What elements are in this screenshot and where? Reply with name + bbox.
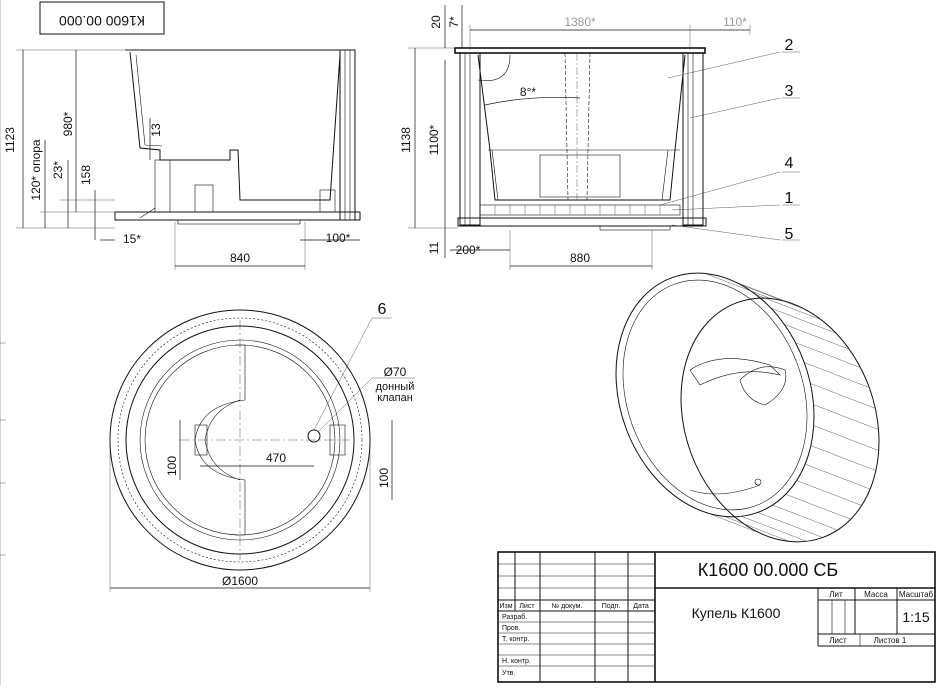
barrel-stave bbox=[757, 512, 823, 538]
sheet-border-ticks bbox=[0, 0, 6, 685]
tb-header-doc: № докум. bbox=[552, 603, 583, 610]
tb-lit-label: Лит bbox=[829, 590, 843, 599]
tb-sheets-label: Листов 1 bbox=[874, 636, 907, 645]
barrel-stave bbox=[785, 494, 851, 520]
barrel-stave bbox=[813, 425, 879, 451]
tb-sheet-label: Лист bbox=[829, 636, 847, 645]
tb-header-list: Лист bbox=[519, 603, 535, 610]
dim-100-left: 100 bbox=[165, 456, 179, 476]
tb-row-razrab: Разраб. bbox=[502, 613, 527, 621]
dim-7: 7* bbox=[447, 16, 461, 28]
dim-1100: 1100* bbox=[427, 124, 441, 155]
dim-158: 158 bbox=[79, 165, 93, 185]
barrel-stave bbox=[784, 324, 850, 350]
dim-200: 200* bbox=[456, 243, 481, 257]
tb-header-date: Дата bbox=[633, 603, 649, 610]
dim-100-right: 100 bbox=[377, 468, 391, 488]
callout-5: 5 bbox=[785, 226, 794, 243]
side-view: 1123 120* опора 23* 980* 158 13 840 15* … bbox=[3, 49, 361, 270]
front-view: 1380* 110* 20 7* 8°* 1138 1100* 11 200* … bbox=[399, 5, 800, 270]
barrel-stave bbox=[770, 307, 837, 334]
tb-row-tkontr: Т. контр. bbox=[502, 636, 529, 643]
barrel-stave bbox=[805, 463, 871, 490]
tb-header-sign: Подп. bbox=[602, 603, 621, 610]
tb-scale-value: 1:15 bbox=[902, 609, 929, 625]
dim-1380: 1380* bbox=[564, 15, 596, 29]
barrel-stave bbox=[813, 404, 879, 430]
dim-angle: 8°* bbox=[520, 85, 536, 99]
drawing-designation: К1600 00.000 СБ bbox=[698, 560, 838, 580]
callout-6: 6 bbox=[378, 301, 387, 318]
callout-2: 2 bbox=[785, 37, 794, 54]
dim-110: 110* bbox=[723, 15, 747, 29]
tb-row-utv: Утв. bbox=[502, 670, 515, 677]
barrel-stave bbox=[810, 383, 876, 409]
dim-1138: 1138 bbox=[399, 127, 413, 153]
barrel-stave bbox=[796, 480, 862, 506]
dim-opora: 120* опора bbox=[29, 139, 43, 201]
dim-840: 840 bbox=[230, 251, 250, 265]
drawing-name: Купель К1600 bbox=[692, 605, 781, 621]
rotated-stamp: К1600 00.000 bbox=[39, 1, 165, 35]
dim-23: 23* bbox=[51, 161, 65, 179]
tb-row-prov: Пров. bbox=[502, 625, 521, 632]
dim-13: 13 bbox=[149, 123, 163, 137]
dim-1123: 1123 bbox=[3, 127, 17, 153]
barrel-stave bbox=[741, 516, 807, 542]
barrel-stave bbox=[795, 342, 861, 368]
callout-1: 1 bbox=[785, 190, 794, 207]
tb-scale-label: Масштаб bbox=[899, 590, 934, 599]
barrel-stave bbox=[810, 445, 876, 471]
barrel-stave bbox=[722, 276, 788, 303]
drain-label-2: клапан bbox=[377, 392, 413, 404]
dim-1600: Ø1600 bbox=[222, 574, 258, 588]
callout-3: 3 bbox=[785, 83, 794, 100]
tb-header-izm: Изм bbox=[499, 603, 512, 610]
dim-470: 470 bbox=[266, 451, 286, 465]
callout-4: 4 bbox=[785, 155, 794, 172]
isometric-view bbox=[615, 272, 880, 543]
barrel-stave bbox=[755, 294, 821, 320]
tb-row-nkontr: Н. контр. bbox=[502, 658, 531, 665]
rotated-stamp-text: К1600 00.000 bbox=[59, 13, 145, 29]
drain-label-1: донный bbox=[376, 381, 415, 393]
dim-980: 980* bbox=[61, 111, 75, 136]
barrel-stave bbox=[739, 283, 805, 310]
barrel-stave bbox=[804, 362, 870, 388]
drain-diameter: Ø70 bbox=[384, 365, 407, 379]
dim-20: 20 bbox=[429, 15, 443, 29]
dim-15: 15* bbox=[123, 232, 141, 246]
dim-100: 100* bbox=[326, 231, 351, 245]
title-block: К1600 00.000 СБ Купель К1600 Изм Лист № … bbox=[497, 551, 936, 683]
tb-mass-label: Масса bbox=[864, 590, 888, 599]
barrel-stave bbox=[707, 512, 773, 539]
dim-880: 880 bbox=[570, 251, 590, 265]
barrel-stave bbox=[705, 273, 771, 299]
dim-11: 11 bbox=[427, 241, 441, 254]
barrel-stave bbox=[772, 504, 838, 531]
barrel-stave bbox=[724, 516, 790, 542]
plan-view: 6 Ø70 донный клапан 470 100 100 Ø1600 bbox=[109, 301, 415, 592]
